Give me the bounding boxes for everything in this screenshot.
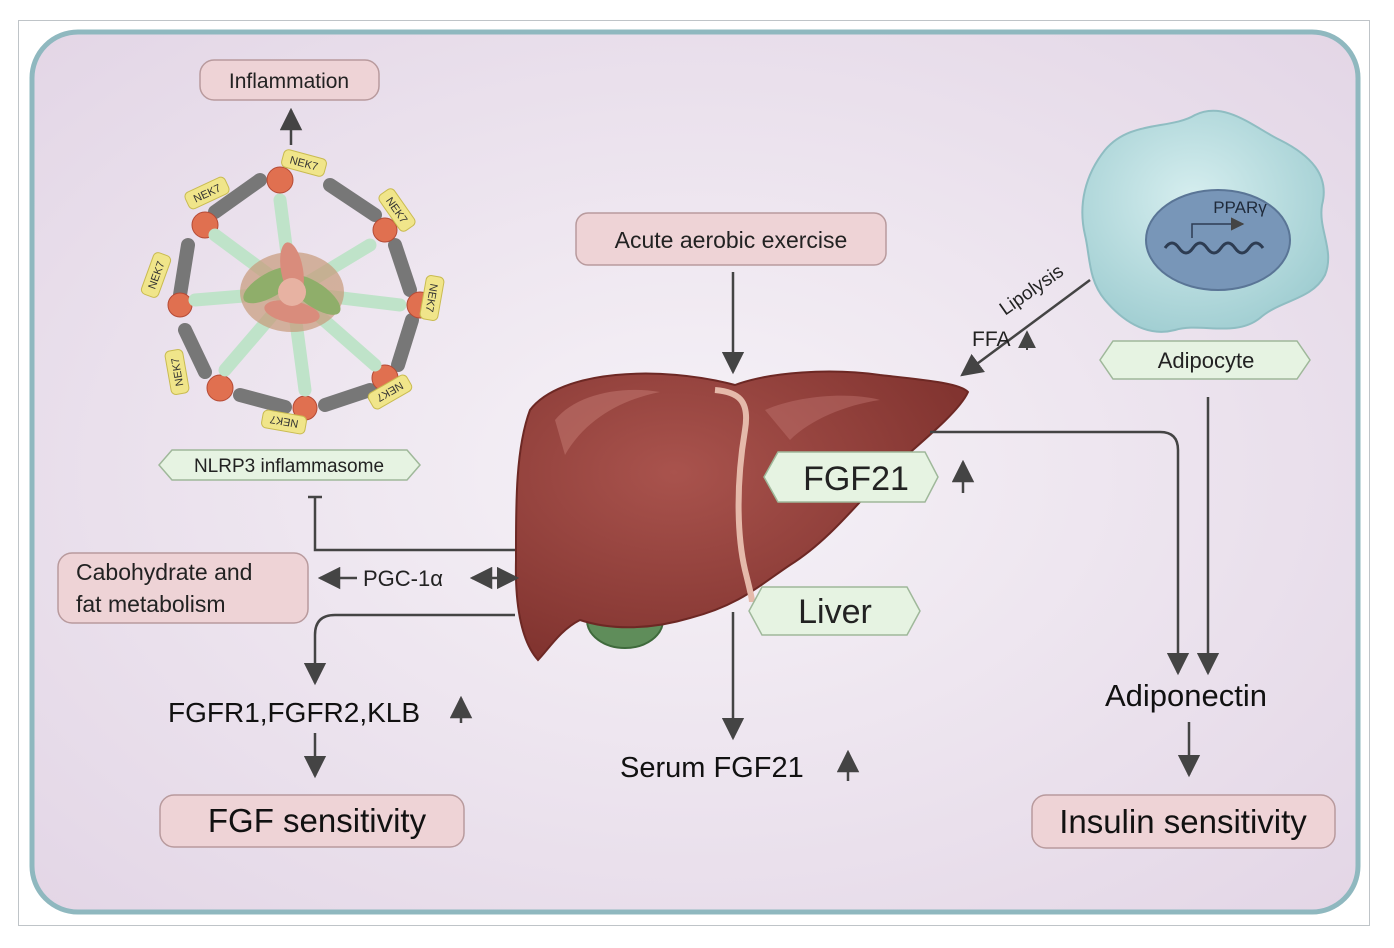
- adipocyte-illustration: PPARγ: [1081, 109, 1330, 333]
- ffa-label: FFA: [972, 328, 1011, 351]
- dna-icon: [1163, 241, 1265, 255]
- nucleus: [1145, 189, 1291, 291]
- carbohydrate-box: Cabohydrate and fat metabolism: [57, 552, 309, 624]
- ppar-label: PPARγ: [1213, 198, 1267, 217]
- fgfr-label: FGFR1,FGFR2,KLB: [168, 697, 420, 728]
- svg-text:NLRP3 inflammasome: NLRP3 inflammasome: [194, 456, 384, 477]
- fgf-sensitivity-box: FGF sensitivity: [159, 794, 465, 848]
- nlrp3-label-box: NLRP3 inflammasome: [158, 449, 421, 481]
- adipocyte-label-box: Adipocyte: [1099, 340, 1311, 380]
- adiponectin-label: Adiponectin: [1105, 678, 1267, 713]
- svg-text:FGF sensitivity: FGF sensitivity: [208, 802, 427, 839]
- carb-line-2: fat metabolism: [76, 591, 226, 617]
- insulin-sensitivity-box: Insulin sensitivity: [1031, 794, 1336, 849]
- inflammation-label: Inflammation: [229, 70, 349, 93]
- nek7-label: NEK7: [170, 357, 187, 387]
- nek7-label: NEK7: [423, 283, 440, 313]
- pgc-label: PGC-1α: [363, 566, 443, 591]
- acute-exercise-box: Acute aerobic exercise: [575, 212, 887, 266]
- svg-text:FGF21: FGF21: [803, 460, 909, 498]
- serum-fgf21-label: Serum FGF21: [620, 752, 804, 784]
- nlrp3-inhibition-line: [313, 498, 515, 552]
- inflammation-box: Inflammation: [199, 59, 380, 101]
- liver-label-box: Liver: [748, 586, 921, 636]
- nek7-label: NEK7: [269, 413, 299, 430]
- liver-to-fgfr-arrow: [303, 613, 515, 686]
- liver-illustration: [514, 370, 970, 662]
- nlrp3-inflammasome-illustration: NEK7 NEK7 NEK7 NEK7 NEK7: [140, 149, 445, 435]
- svg-text:Liver: Liver: [798, 593, 872, 631]
- lipolysis-arrow: [960, 278, 1091, 377]
- carb-line-1: Cabohydrate and: [76, 559, 252, 585]
- liver-to-adiponectin-arrow: [930, 430, 1190, 676]
- svg-text:Acute aerobic exercise: Acute aerobic exercise: [615, 227, 848, 253]
- svg-text:Adipocyte: Adipocyte: [1158, 348, 1255, 373]
- fgf21-label-box: FGF21: [763, 451, 939, 503]
- transcription-arrow: [1191, 217, 1245, 238]
- svg-text:Insulin sensitivity: Insulin sensitivity: [1059, 803, 1307, 840]
